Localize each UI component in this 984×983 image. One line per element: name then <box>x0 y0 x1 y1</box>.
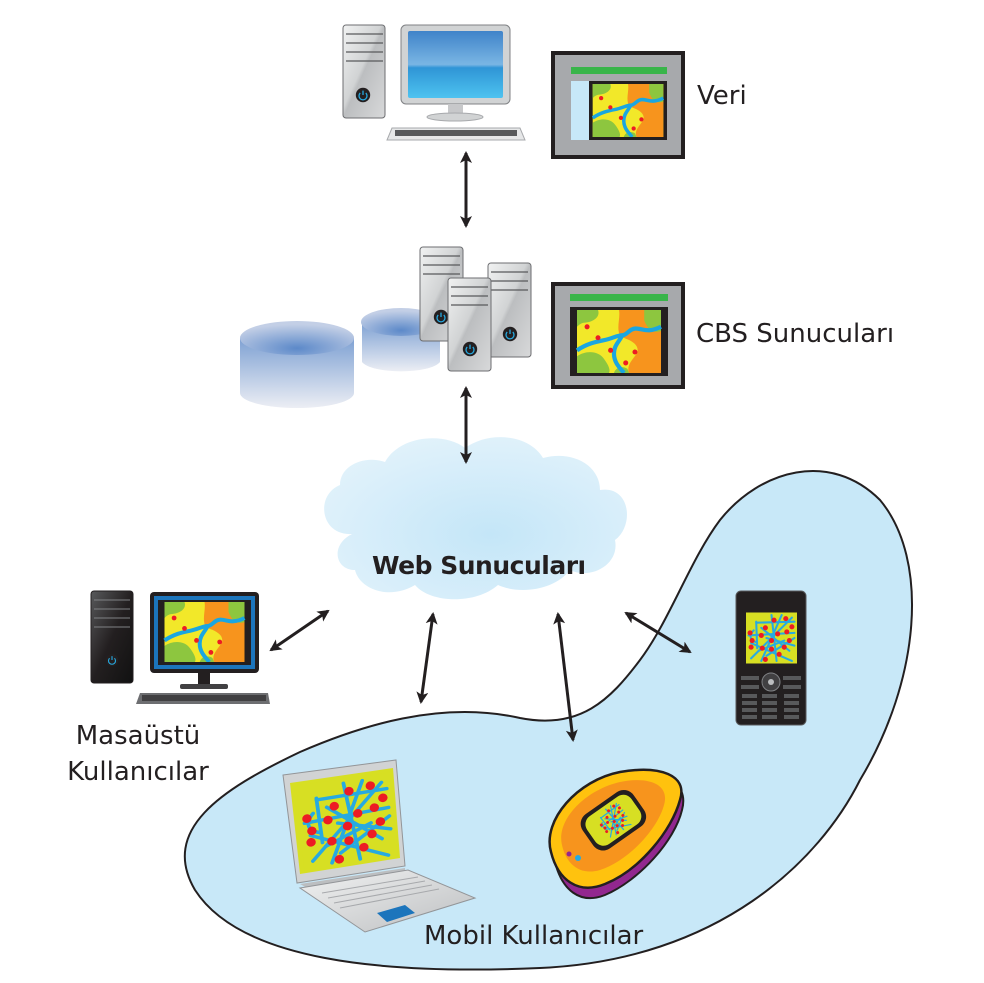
database-cylinder-large <box>240 321 354 408</box>
tower-icon <box>90 590 134 684</box>
server-tower <box>447 277 492 372</box>
keyboard-icon <box>386 127 526 141</box>
desktop-user-computer <box>90 590 270 704</box>
arrow-web-phone <box>624 611 692 654</box>
server-tower <box>487 262 532 358</box>
web-servers-label: Web Sunucuları <box>372 551 586 580</box>
gis-map-window <box>551 282 685 389</box>
edge-arrows <box>269 151 692 742</box>
mobile-users-label: Mobil Kullanıcılar <box>424 921 644 951</box>
data-label: Veri <box>697 81 747 111</box>
server-rack-icon <box>419 246 532 372</box>
keyboard-icon <box>136 693 270 704</box>
monitor-icon <box>150 592 259 689</box>
gis-servers-label: CBS Sunucuları <box>696 319 895 349</box>
arrow-web-desktop <box>269 609 330 652</box>
data-map-window <box>551 51 685 159</box>
mobile-phone-icon <box>735 590 807 726</box>
data-computer <box>342 24 526 141</box>
desktop-users-label-line1: Masaüstü <box>75 721 201 751</box>
desktop-users-label-line2: Kullanıcılar <box>67 757 209 787</box>
monitor-icon <box>400 24 511 122</box>
cloud-icon <box>324 437 627 600</box>
gps-device-icon <box>548 768 685 900</box>
arrow-web-gps <box>553 612 578 742</box>
arrow-web-laptop <box>416 612 438 704</box>
tower-icon <box>342 24 386 119</box>
laptop-icon <box>282 759 477 933</box>
